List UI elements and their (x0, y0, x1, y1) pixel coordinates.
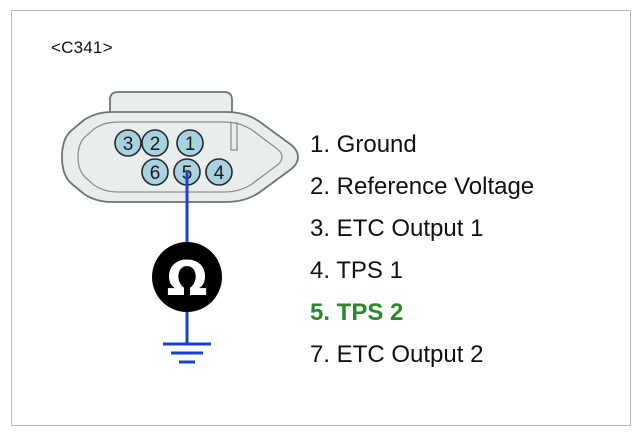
pin-1: 1 (176, 129, 204, 157)
diagram-frame (11, 10, 631, 426)
legend-item-1: 1. Ground (310, 131, 417, 158)
ohmmeter-icon: Ω (152, 242, 222, 312)
pin-1-label: 1 (185, 134, 196, 155)
pin-2: 2 (141, 129, 169, 157)
ground-icon (163, 342, 211, 364)
pin-4-label: 4 (214, 163, 225, 184)
pin-2-label: 2 (150, 134, 161, 155)
pin-3: 3 (114, 129, 142, 157)
legend-item-5: 5. TPS 2 (310, 299, 404, 326)
pin-3-label: 3 (123, 134, 134, 155)
legend-item-6: 7. ETC Output 2 (310, 341, 484, 368)
legend-item-3: 3. ETC Output 1 (310, 215, 484, 242)
pin-6: 6 (141, 158, 169, 186)
legend-item-2: 2. Reference Voltage (310, 173, 535, 200)
pin-legend: 1. Ground 2. Reference Voltage 3. ETC Ou… (310, 124, 534, 376)
connector-housing-tab (109, 91, 233, 114)
connector-label: <C341> (51, 38, 113, 57)
connector-key-slot (230, 122, 238, 151)
ohm-symbol: Ω (167, 251, 208, 307)
legend-item-4: 4. TPS 1 (310, 257, 403, 284)
pin-4: 4 (205, 158, 233, 186)
pin-6-label: 6 (150, 163, 161, 184)
